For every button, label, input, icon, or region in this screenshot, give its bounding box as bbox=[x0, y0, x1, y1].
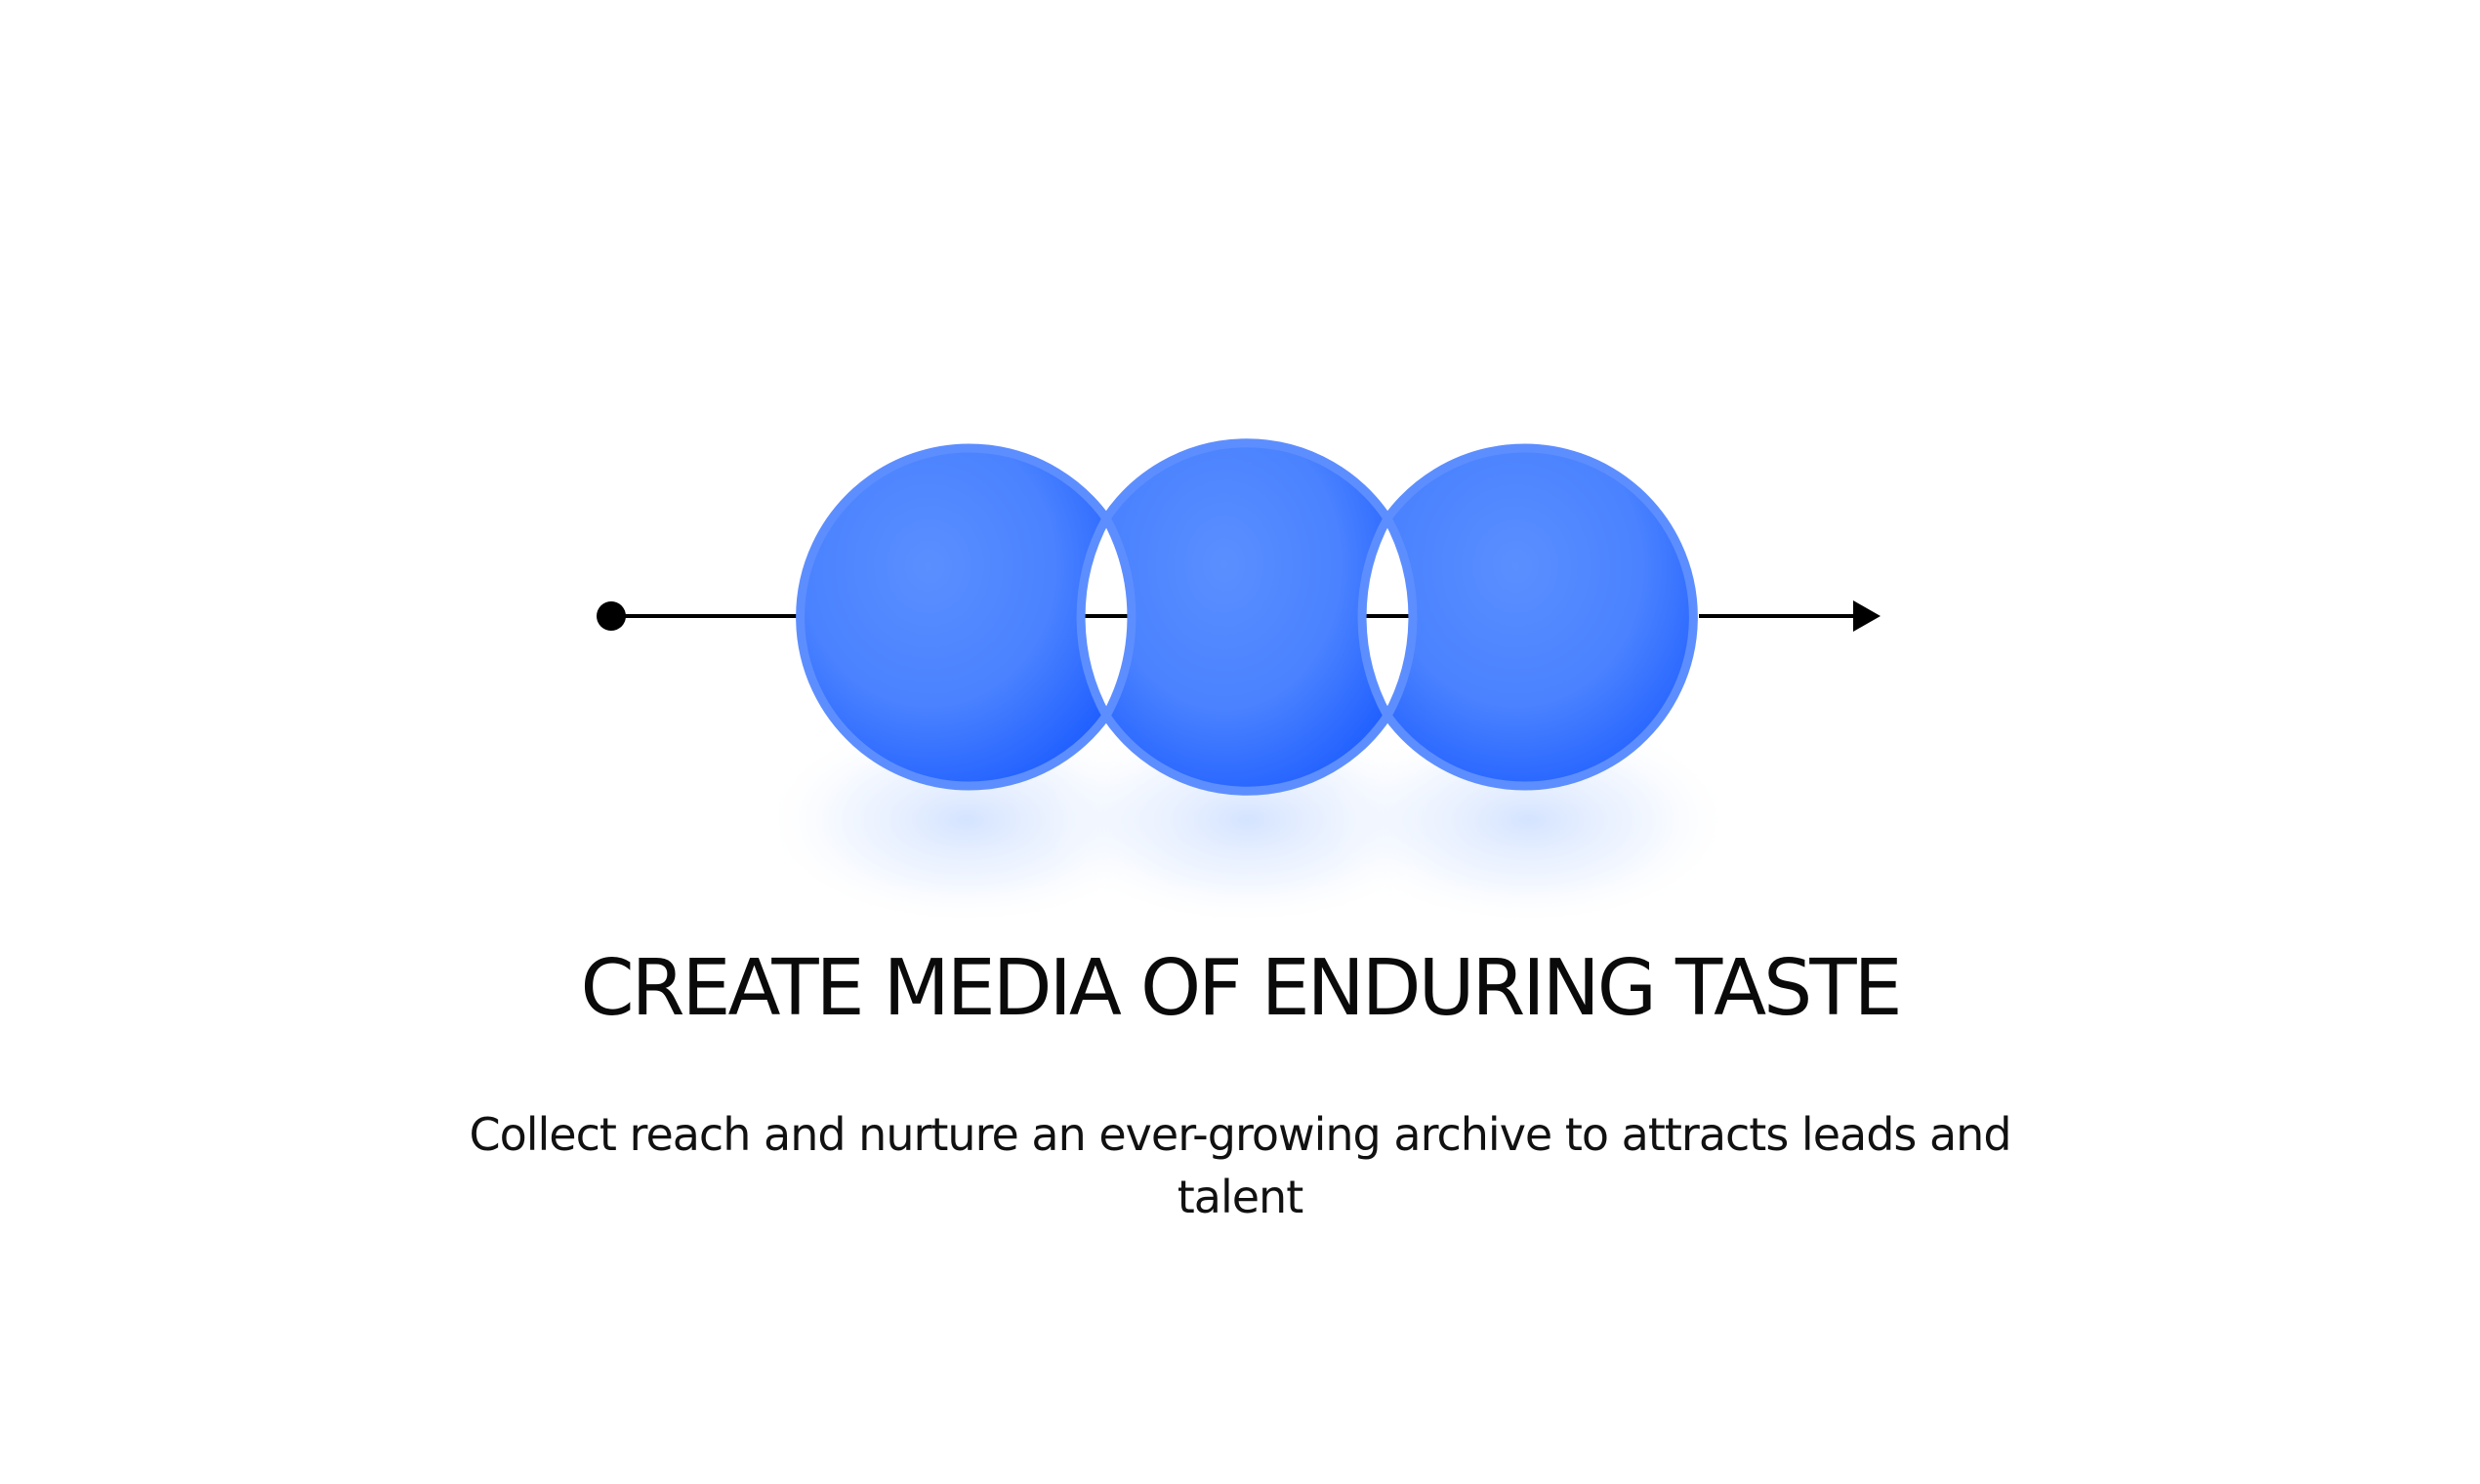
description: Collect reach and nurture an ever-growin… bbox=[469, 1108, 2011, 1223]
glow-3 bbox=[1324, 713, 1734, 928]
start-dot-icon bbox=[597, 601, 626, 631]
arrowhead-icon bbox=[1853, 600, 1881, 632]
glow-2 bbox=[1043, 713, 1453, 928]
flow-shape-1 bbox=[796, 443, 1111, 791]
flow-shape-2 bbox=[1101, 438, 1392, 796]
glow-1 bbox=[762, 713, 1172, 928]
headline: CREATE MEDIA OF ENDURING TASTE bbox=[580, 943, 1902, 1033]
flow-shape-3 bbox=[1383, 443, 1698, 791]
flow-diagram bbox=[597, 438, 1881, 928]
